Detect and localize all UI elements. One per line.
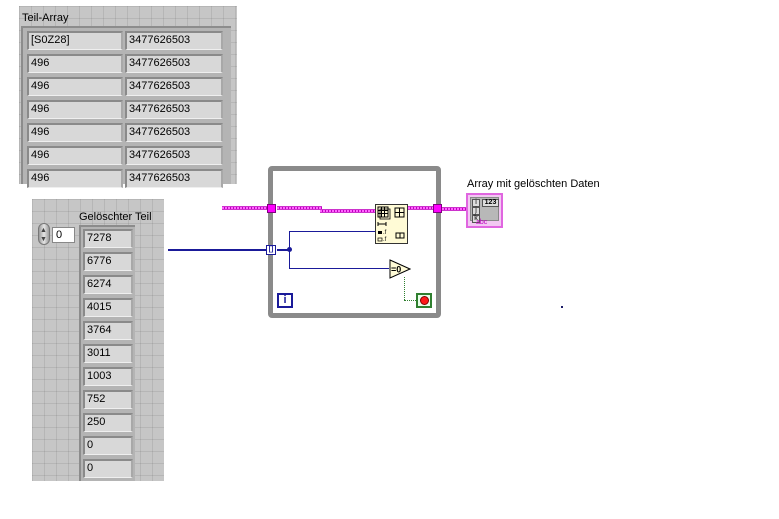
int-wire-vertical bbox=[289, 231, 290, 269]
iteration-terminal: i bbox=[277, 293, 293, 308]
teil-array-label: Teil-Array bbox=[22, 12, 69, 24]
dim-i: i bbox=[472, 199, 480, 207]
increment-arrow-icon[interactable]: ▲ bbox=[40, 227, 47, 234]
geloeschter-teil-panel: Gelöschter Teil ▲ ▼ 0 7278 6776 6274 4015 37… bbox=[32, 199, 164, 481]
equal-zero-icon: =0 bbox=[389, 259, 412, 279]
int-wire-to-compare bbox=[289, 268, 389, 269]
dim-k: k bbox=[472, 215, 480, 223]
shift-tunnel-left bbox=[267, 204, 276, 213]
geloeschter-teil-cell[interactable]: 1003 bbox=[83, 367, 133, 386]
geloeschter-teil-cell[interactable]: 0 bbox=[83, 436, 133, 455]
svg-text:.f: .f bbox=[383, 230, 387, 236]
stop-icon bbox=[420, 296, 429, 305]
array-index-input[interactable]: 0 bbox=[52, 227, 75, 243]
teil-array-cell-key[interactable]: 496 bbox=[27, 146, 123, 165]
teil-array-cell-key[interactable]: 496 bbox=[27, 54, 123, 73]
stop-condition-terminal[interactable] bbox=[416, 293, 432, 308]
teil-array-cell-value[interactable]: 3477626503 bbox=[125, 31, 223, 50]
indicator-inner: i j k 123 bbox=[470, 197, 499, 223]
cluster-wire-out bbox=[442, 207, 466, 211]
geloeschter-teil-cell[interactable]: 250 bbox=[83, 413, 133, 432]
teil-array-cell-key[interactable]: 496 bbox=[27, 169, 123, 188]
delete-from-array-node[interactable]: .f .f bbox=[375, 204, 408, 244]
int-array-wire-in bbox=[168, 249, 268, 251]
shift-tunnel-right bbox=[433, 204, 442, 213]
bool-wire-vertical bbox=[404, 277, 405, 300]
teil-array-cell-key[interactable]: [S0Z28] bbox=[27, 31, 123, 50]
geloeschter-teil-cell[interactable]: 6776 bbox=[83, 252, 133, 271]
decrement-arrow-icon[interactable]: ▼ bbox=[40, 236, 47, 243]
while-loop[interactable] bbox=[268, 166, 441, 318]
dim-j: j bbox=[472, 207, 480, 215]
geloeschter-teil-cell[interactable]: 0 bbox=[83, 459, 133, 478]
delete-from-array-icon: .f .f bbox=[377, 206, 405, 243]
teil-array-cell-value[interactable]: 3477626503 bbox=[125, 146, 223, 165]
compare-label: =0 bbox=[391, 265, 401, 275]
stray-dot bbox=[561, 306, 563, 308]
string-type-label: abc bbox=[476, 219, 488, 226]
index-tunnel: [] bbox=[266, 245, 276, 255]
svg-text:.f: .f bbox=[383, 237, 387, 243]
equal-zero-node[interactable]: =0 bbox=[389, 259, 412, 282]
array-indicator-terminal[interactable]: i j k 123 abc bbox=[466, 193, 503, 228]
teil-array-cell-value[interactable]: 3477626503 bbox=[125, 54, 223, 73]
geloeschter-teil-cell[interactable]: 3011 bbox=[83, 344, 133, 363]
cluster-wire-in bbox=[222, 206, 268, 210]
geloeschter-teil-label: Gelöschter Teil bbox=[79, 211, 152, 223]
teil-array-cell-key[interactable]: 496 bbox=[27, 123, 123, 142]
geloeschter-teil-cell[interactable]: 3764 bbox=[83, 321, 133, 340]
int-wire-to-function bbox=[289, 231, 375, 232]
int-wire-to-junction bbox=[277, 249, 289, 251]
cluster-wire-inner-3 bbox=[408, 206, 434, 210]
geloeschter-teil-cell[interactable]: 4015 bbox=[83, 298, 133, 317]
geloeschter-teil-cell[interactable]: 7278 bbox=[83, 229, 133, 248]
teil-array-cell-value[interactable]: 3477626503 bbox=[125, 169, 223, 188]
teil-array-cell-value[interactable]: 3477626503 bbox=[125, 123, 223, 142]
geloeschter-teil-cell[interactable]: 752 bbox=[83, 390, 133, 409]
bool-wire-horizontal bbox=[404, 300, 416, 301]
numeric-type-label: 123 bbox=[482, 199, 499, 207]
cluster-wire-inner-2 bbox=[320, 209, 375, 213]
cluster-wire-inner-1 bbox=[277, 206, 322, 210]
indicator-label: Array mit gelöschten Daten bbox=[467, 178, 600, 190]
teil-array-cell-key[interactable]: 496 bbox=[27, 77, 123, 96]
teil-array-cell-key[interactable]: 496 bbox=[27, 100, 123, 119]
teil-array-cell-value[interactable]: 3477626503 bbox=[125, 77, 223, 96]
index-spinner[interactable]: ▲ ▼ bbox=[38, 223, 50, 245]
geloeschter-teil-cell[interactable]: 6274 bbox=[83, 275, 133, 294]
teil-array-cell-value[interactable]: 3477626503 bbox=[125, 100, 223, 119]
